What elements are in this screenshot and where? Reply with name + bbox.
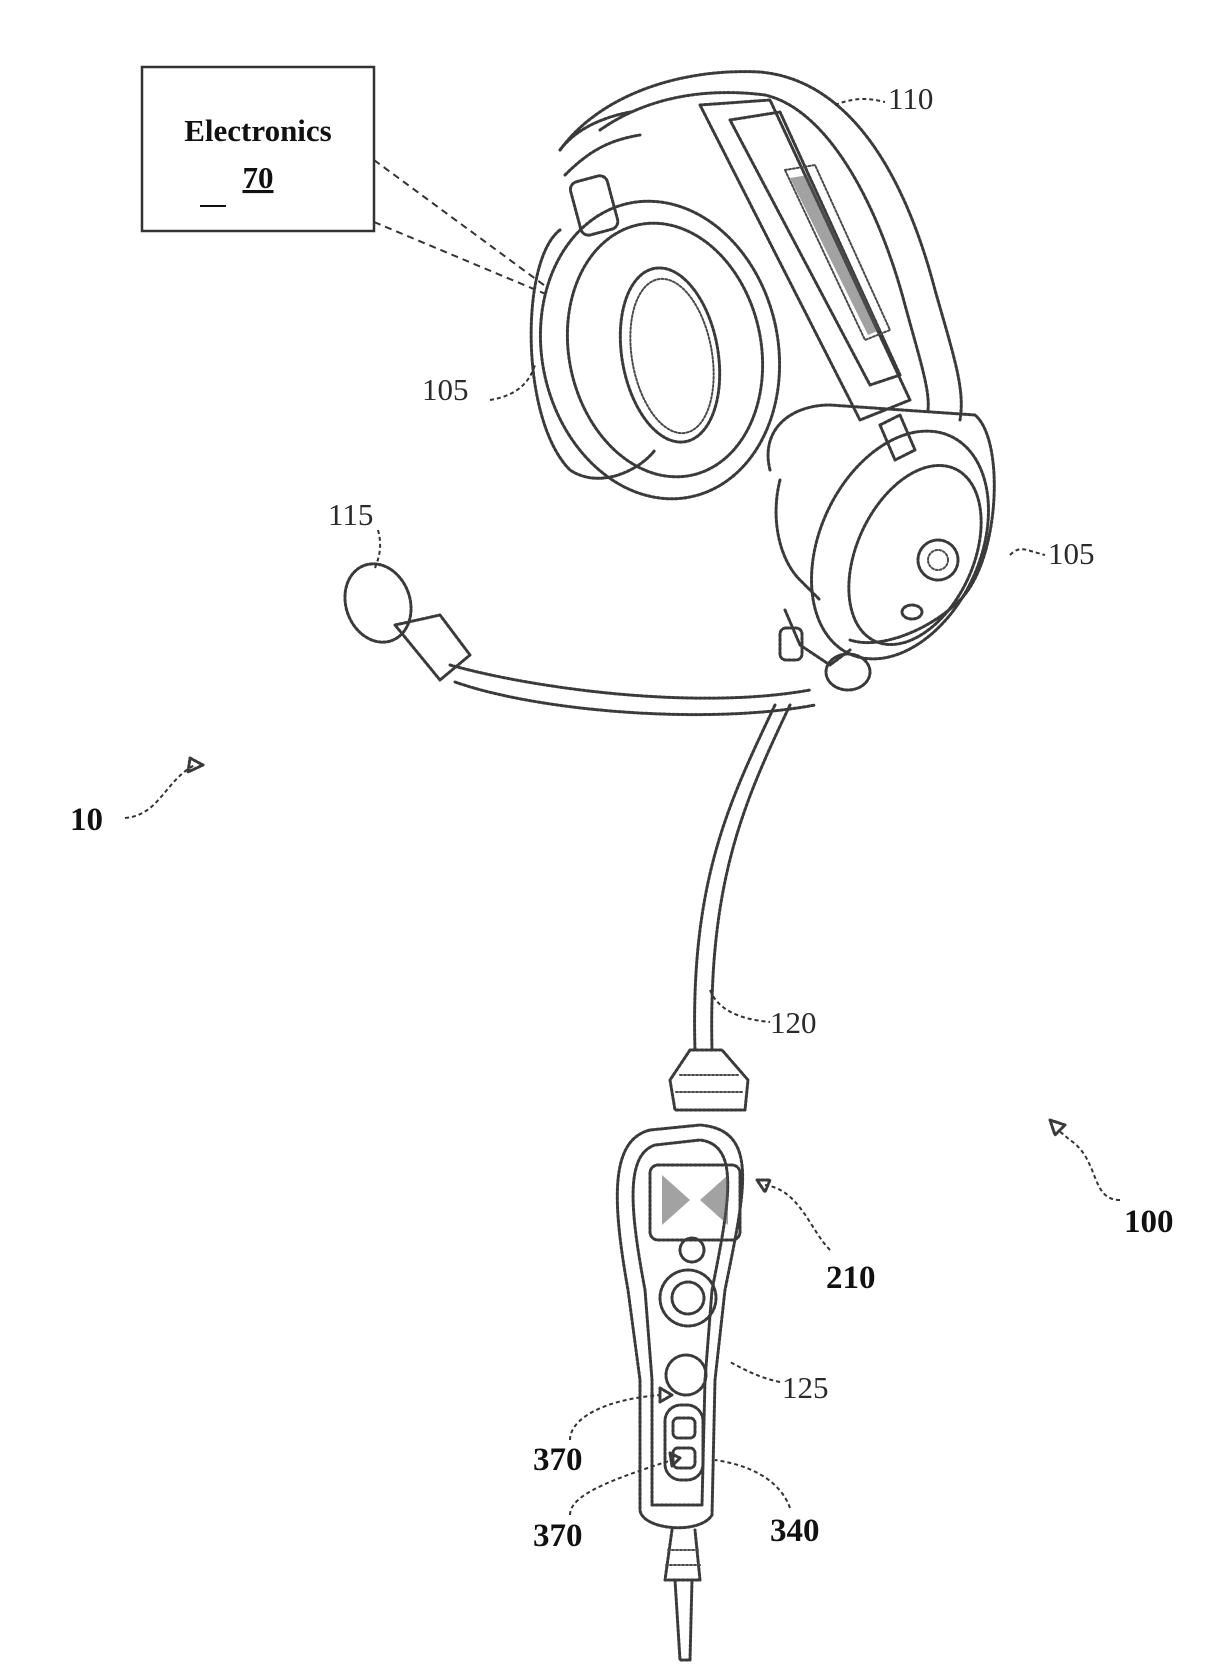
- electronics-box: Electronics 70: [142, 67, 548, 295]
- label-button-lower: 370: [533, 1518, 583, 1554]
- label-right-earcup: 105: [1048, 536, 1095, 571]
- electronics-leader-upper: [374, 160, 548, 288]
- label-cable: 120: [770, 1005, 817, 1040]
- label-slider: 340: [770, 1513, 820, 1549]
- label-control-housing: 125: [782, 1370, 829, 1405]
- headband: [560, 72, 961, 420]
- label-button-upper: 370: [533, 1442, 583, 1478]
- electronics-number: 70: [243, 160, 274, 195]
- control-module: [617, 1050, 748, 1660]
- electronics-title: Electronics: [184, 113, 332, 148]
- label-headband: 110: [888, 81, 933, 116]
- label-headset: 100: [1124, 1204, 1174, 1240]
- label-left-earcup: 105: [422, 372, 469, 407]
- microphone-boom: [334, 554, 870, 714]
- right-earcup: [768, 402, 1023, 687]
- electronics-leader-lower: [374, 222, 548, 295]
- label-system: 10: [70, 802, 103, 838]
- label-microphone: 115: [328, 497, 373, 532]
- cable: [695, 705, 790, 1050]
- label-control-module: 210: [826, 1260, 876, 1296]
